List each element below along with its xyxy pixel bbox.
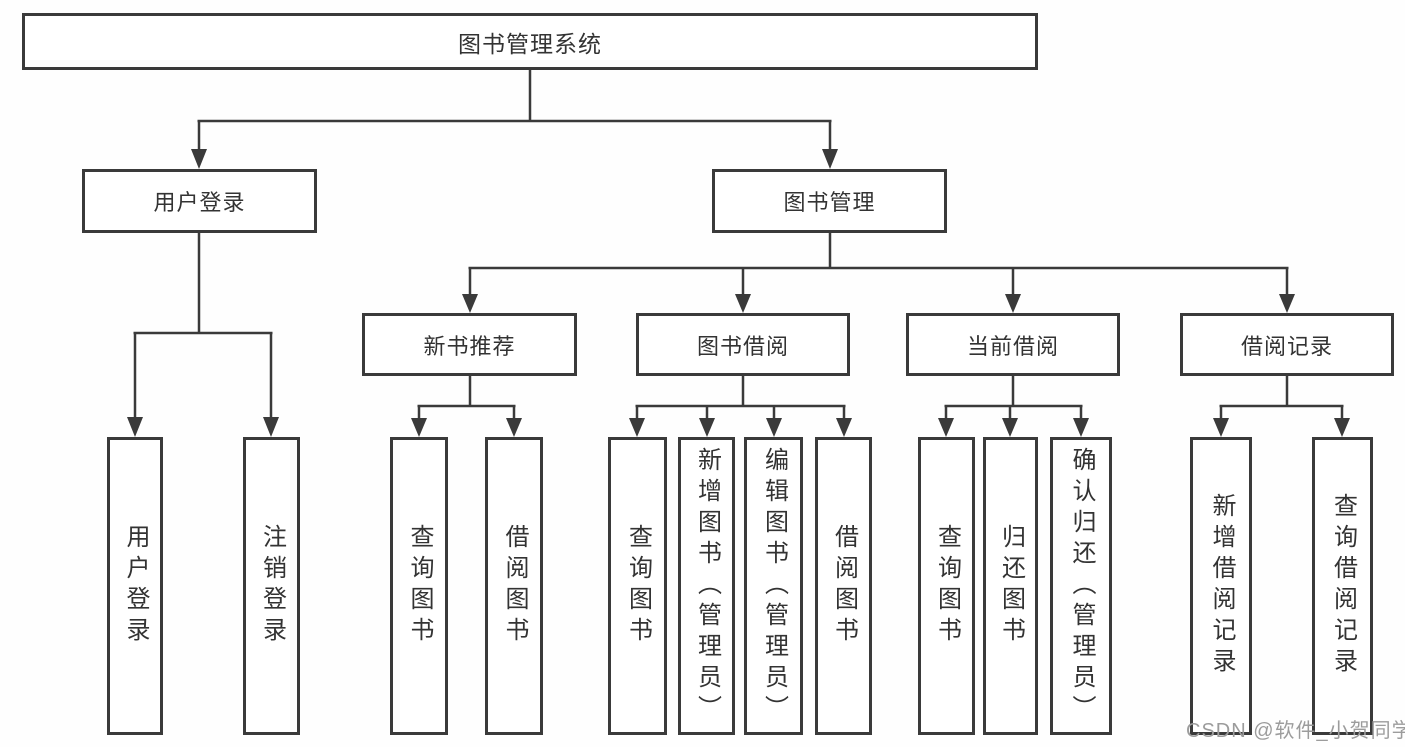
leaf-add-books-admin: 新增图书（管理员）	[678, 437, 735, 735]
node-user-login-label: 用户登录	[153, 190, 246, 215]
leaf-add-books-admin-label: 新增图书（管理员）	[693, 446, 721, 726]
leaf-return-books: 归还图书	[983, 437, 1038, 735]
leaf-borrow-books-2: 借阅图书	[815, 437, 872, 735]
node-book-mgmt-label: 图书管理	[783, 190, 876, 215]
leaf-query-books-3-label: 查询图书	[933, 524, 961, 648]
leaf-query-borrow-record-label: 查询借阅记录	[1329, 493, 1357, 679]
leaf-user-login-label: 用户登录	[122, 524, 149, 648]
leaf-user-login: 用户登录	[107, 437, 163, 735]
node-book-borrow-label: 图书借阅	[696, 333, 789, 359]
leaf-query-borrow-record: 查询借阅记录	[1312, 437, 1373, 735]
leaf-edit-books-admin-label: 编辑图书（管理员）	[760, 446, 788, 726]
node-current-borrow: 当前借阅	[906, 313, 1120, 376]
node-borrow-records: 借阅记录	[1180, 313, 1394, 376]
node-book-borrow: 图书借阅	[636, 313, 850, 376]
node-user-login: 用户登录	[82, 169, 317, 233]
leaf-confirm-return-admin-label: 确认归还（管理员）	[1068, 446, 1095, 726]
leaf-query-books-2-label: 查询图书	[624, 524, 652, 648]
csdn-watermark: CSDN @软件_小贺同学	[1186, 720, 1405, 742]
leaf-logout-label: 注销登录	[258, 524, 286, 648]
node-borrow-records-label: 借阅记录	[1240, 333, 1333, 359]
leaf-return-books-label: 归还图书	[997, 524, 1025, 648]
leaf-query-books-1: 查询图书	[390, 437, 448, 735]
leaf-borrow-books-1: 借阅图书	[485, 437, 543, 735]
node-new-books: 新书推荐	[362, 313, 577, 376]
leaf-query-books-2: 查询图书	[608, 437, 667, 735]
leaf-add-borrow-record-label: 新增借阅记录	[1208, 493, 1235, 679]
leaf-confirm-return-admin: 确认归还（管理员）	[1050, 437, 1112, 735]
leaf-logout: 注销登录	[243, 437, 300, 735]
node-book-mgmt: 图书管理	[712, 169, 947, 233]
node-current-borrow-label: 当前借阅	[966, 333, 1059, 359]
leaf-add-borrow-record: 新增借阅记录	[1190, 437, 1252, 735]
leaf-query-books-1-label: 查询图书	[406, 524, 433, 648]
leaf-borrow-books-1-label: 借阅图书	[501, 524, 528, 648]
node-root: 图书管理系统	[22, 13, 1038, 70]
node-new-books-label: 新书推荐	[423, 333, 516, 359]
leaf-borrow-books-2-label: 借阅图书	[830, 524, 858, 648]
leaf-edit-books-admin: 编辑图书（管理员）	[744, 437, 803, 735]
node-root-label: 图书管理系统	[458, 30, 602, 57]
leaf-query-books-3: 查询图书	[918, 437, 975, 735]
